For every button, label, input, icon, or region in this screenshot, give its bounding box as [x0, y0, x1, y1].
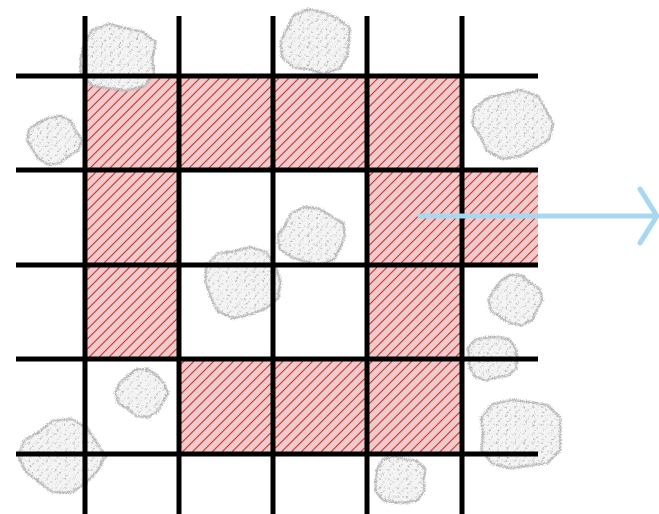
hatched-cell — [179, 76, 273, 170]
hatched-cell — [85, 265, 179, 359]
rock — [27, 116, 82, 165]
rock — [481, 400, 560, 468]
rock — [472, 90, 553, 159]
hatched-cell — [273, 76, 367, 170]
rock — [375, 456, 425, 503]
hatched-cell — [367, 359, 462, 454]
hatched-cell — [179, 359, 273, 454]
rock — [115, 369, 168, 418]
rock — [206, 247, 281, 319]
rock — [281, 9, 350, 74]
rock — [488, 275, 542, 326]
hatched-cell — [367, 265, 462, 359]
hatched-cell — [273, 359, 367, 454]
rock — [81, 24, 156, 91]
hatched-cell — [367, 76, 462, 170]
hatched-cell — [85, 170, 179, 265]
rock — [277, 207, 344, 265]
